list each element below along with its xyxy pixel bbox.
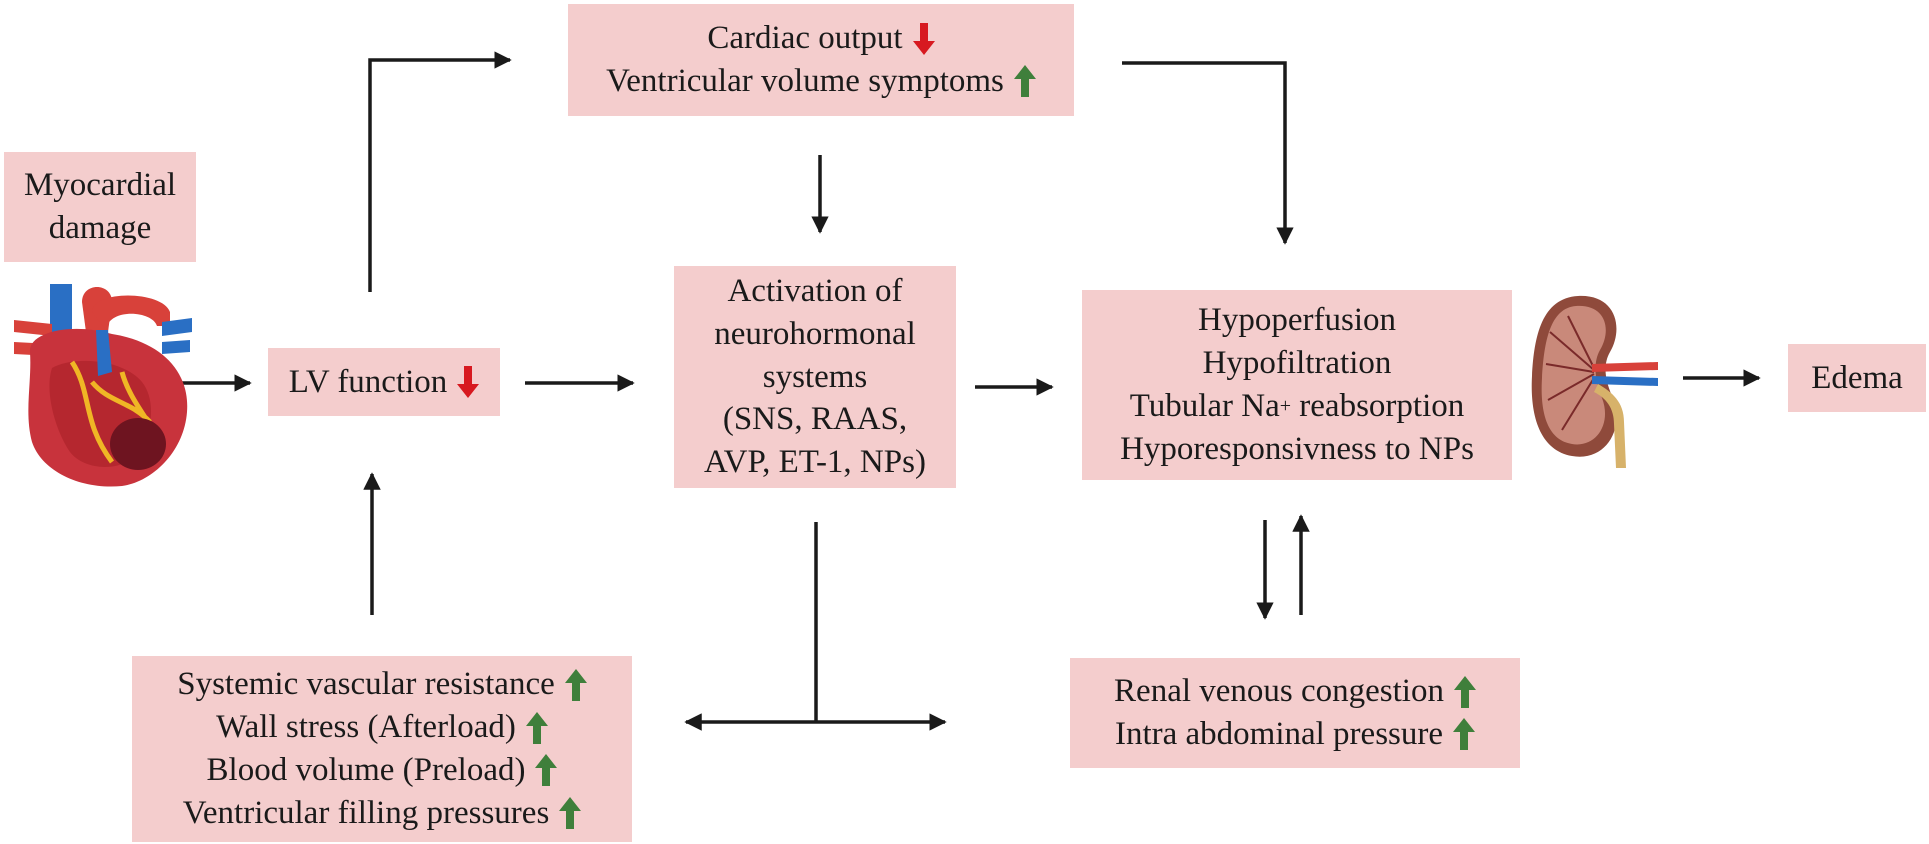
tubular-prefix: Tubular Na xyxy=(1129,388,1280,424)
systemic-effects-box: Systemic vascular resistance Wall stress… xyxy=(132,656,632,842)
heart-illustration xyxy=(14,284,192,487)
hypoperfusion-label: Hypoperfusion xyxy=(1198,302,1396,339)
kidney-illustration xyxy=(1531,295,1658,468)
hypofiltration-label: Hypofiltration xyxy=(1202,345,1392,382)
up-arrow-icon xyxy=(535,754,557,786)
neurohormonal-activation-box: Activation of neurohormonal systems (SNS… xyxy=(674,266,956,488)
myocardial-damage-box: Myocardial damage xyxy=(4,152,196,262)
edema-label: Edema xyxy=(1811,359,1903,396)
ventricular-filling-label: Ventricular filling pressures xyxy=(182,794,550,831)
tubular-suffix: reabsorption xyxy=(1291,388,1465,424)
cardiac-output-box: Cardiac output Ventricular volume sympto… xyxy=(568,4,1074,116)
wall-stress-label: Wall stress (Afterload) xyxy=(216,709,516,746)
sodium-charge: + xyxy=(1279,395,1292,418)
up-arrow-icon xyxy=(565,669,587,701)
cardiac-output-label: Cardiac output xyxy=(707,20,903,57)
up-arrow-icon xyxy=(559,797,581,829)
intra-abdominal-pressure-label: Intra abdominal pressure xyxy=(1114,716,1444,752)
lv-function-box: LV function xyxy=(268,348,500,416)
activation-line-5: AVP, ET-1, NPs) xyxy=(704,444,926,481)
activation-line-4: (SNS, RAAS, xyxy=(722,401,908,438)
down-arrow-icon xyxy=(457,366,479,398)
activation-line-1: Activation of xyxy=(727,272,903,309)
activation-line-2: neurohormonal xyxy=(714,315,916,352)
edema-box: Edema xyxy=(1788,344,1926,412)
arrow-lv-to-cardiac xyxy=(368,51,512,292)
renal-effects-box: Hypoperfusion Hypofiltration Tubular Na+… xyxy=(1082,290,1512,480)
up-arrow-icon xyxy=(1454,676,1476,708)
blood-volume-label: Blood volume (Preload) xyxy=(206,752,526,788)
tubular-reabsorption-label: Tubular Na+ reabsorption xyxy=(1130,385,1465,428)
hyporesponsiveness-label: Hyporesponsivness to NPs xyxy=(1120,430,1474,467)
activation-line-3: systems xyxy=(762,358,868,395)
ventricular-volume-label: Ventricular volume symptoms xyxy=(606,63,1004,99)
up-arrow-icon xyxy=(1014,65,1036,97)
up-arrow-icon xyxy=(526,712,548,744)
myocardial-damage-line-2: damage xyxy=(48,210,152,246)
lv-function-label: LV function xyxy=(288,363,448,400)
up-arrow-icon xyxy=(1453,718,1475,750)
systemic-vascular-resistance-label: Systemic vascular resistance xyxy=(177,666,555,703)
down-arrow-icon xyxy=(913,23,935,55)
myocardial-damage-line-1: Myocardial xyxy=(23,167,177,204)
arrow-cardiac-to-renal xyxy=(1122,61,1294,245)
renal-venous-congestion-label: Renal venous congestion xyxy=(1114,673,1444,710)
renal-congestion-box: Renal venous congestion Intra abdominal … xyxy=(1070,658,1520,768)
